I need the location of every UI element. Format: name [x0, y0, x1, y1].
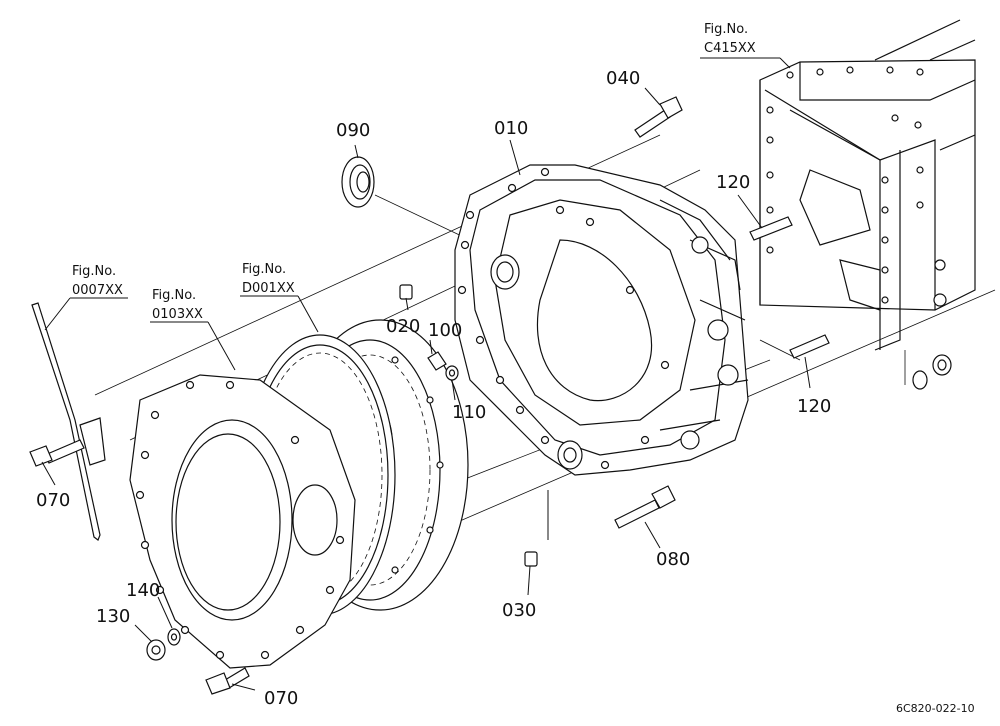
label-080: 080: [656, 549, 690, 570]
label-010: 010: [494, 118, 528, 139]
label-020: 020: [386, 316, 420, 337]
figref-0007-title: Fig.No.: [72, 264, 116, 279]
label-070-lower: 070: [264, 688, 298, 709]
figref-d001-code: D001XX: [242, 281, 295, 296]
washer-110: [445, 365, 459, 381]
flywheel-holes: [391, 356, 444, 574]
nut-130: [146, 639, 166, 661]
oil-seal-090: [341, 156, 375, 208]
bolt-080: [614, 485, 676, 529]
bolt-070-lower: [205, 667, 250, 695]
figref-0103-code: 0103XX: [152, 307, 203, 322]
label-120-lower: 120: [797, 396, 831, 417]
frame-bolt-holes: [766, 66, 947, 307]
label-140: 140: [126, 580, 160, 601]
figref-c415-title: Fig.No.: [704, 22, 748, 37]
bolt-040: [634, 96, 683, 138]
clutch-plate-holes: [135, 380, 345, 660]
part-labels: 010 090 040 120 120 020 100 110 080 030 …: [36, 68, 831, 709]
plug-100: [427, 351, 447, 371]
housing-bolt-holes: [457, 167, 670, 470]
clutch-plate: [129, 374, 356, 669]
label-090: 090: [336, 120, 370, 141]
label-070-upper: 070: [36, 490, 70, 511]
bolt-070-upper: [29, 439, 85, 467]
stud-120-upper: [749, 216, 793, 241]
label-030: 030: [502, 600, 536, 621]
dowel-pin-030: [524, 551, 538, 567]
figure-references: Fig.No. C415XX Fig.No. 0007XX Fig.No. 01…: [72, 22, 756, 322]
figref-c415-code: C415XX: [704, 41, 756, 56]
frame-nut-washer: [904, 350, 952, 390]
label-100: 100: [428, 320, 462, 341]
label-130: 130: [96, 606, 130, 627]
leader-lines: [41, 57, 811, 691]
figref-d001-title: Fig.No.: [242, 262, 286, 277]
drawing-code: 6C820-022-10: [896, 702, 975, 715]
figref-0103-title: Fig.No.: [152, 288, 196, 303]
frame-assembly: [759, 19, 976, 390]
label-110: 110: [452, 402, 486, 423]
clutch-housing-010: [454, 164, 749, 476]
dipstick: [31, 302, 106, 541]
figref-0007-code: 0007XX: [72, 283, 123, 298]
label-040: 040: [606, 68, 640, 89]
dowel-pin-020: [399, 284, 413, 300]
stud-120-lower: [789, 334, 830, 359]
label-120-upper: 120: [716, 172, 750, 193]
washer-140: [167, 628, 181, 646]
